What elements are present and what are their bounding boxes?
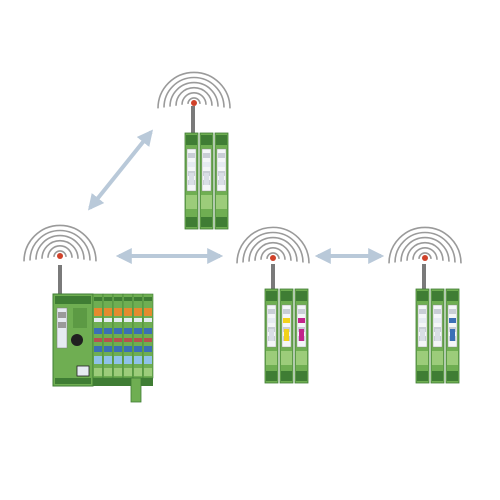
io-terminal — [102, 293, 114, 379]
io-terminal — [92, 293, 104, 379]
radio-module-stack-middle — [264, 264, 309, 384]
io-terminal — [122, 293, 134, 379]
radio-wave-arc — [248, 236, 298, 262]
radio-module — [214, 132, 229, 230]
radio-module — [415, 288, 430, 384]
antenna-tip-icon — [270, 255, 276, 261]
radio-module — [264, 288, 279, 384]
radio-wave-arc — [175, 86, 213, 106]
link-arrow-controller-to-top — [87, 129, 154, 211]
radio-wave-arc — [260, 247, 286, 260]
radio-module — [445, 288, 460, 384]
radio-wave-arc — [53, 250, 67, 258]
radio-wave-arc — [187, 97, 201, 105]
radio-wave-arc — [242, 231, 304, 263]
link-arrows — [87, 129, 385, 264]
radio-module-stack-right — [415, 264, 460, 384]
radio-wave-icon — [157, 71, 231, 109]
radio-wave-arc — [388, 226, 462, 264]
radio-module — [279, 288, 294, 384]
radio-wave-icon — [236, 226, 310, 264]
dial-icon — [71, 334, 83, 346]
radio-wave-arc — [400, 236, 450, 262]
antenna-icon — [422, 264, 426, 292]
io-terminal-block — [92, 293, 154, 386]
radio-wave-arc — [254, 241, 292, 261]
antenna-icon — [191, 106, 195, 136]
antenna-tip-icon — [422, 255, 428, 261]
radio-module — [199, 132, 214, 230]
radio-wave-arc — [47, 245, 73, 258]
io-terminal — [142, 293, 154, 379]
radio-wave-arc — [41, 239, 79, 259]
radio-wave-arc — [406, 241, 444, 261]
antenna-icon — [271, 264, 275, 292]
radio-module — [184, 132, 199, 230]
radio-wave-arc — [412, 247, 438, 260]
radio-module-stack-top — [184, 106, 229, 230]
radio-module — [294, 288, 309, 384]
radio-wave-arc — [23, 224, 97, 262]
radio-wave-arc — [29, 229, 91, 261]
io-terminal — [132, 293, 144, 379]
antenna-tip-icon — [191, 100, 197, 106]
radio-wave-arc — [266, 252, 280, 260]
antenna-tip-icon — [57, 253, 63, 259]
io-terminal — [112, 293, 124, 379]
antenna-icon — [58, 265, 62, 297]
radio-module — [430, 288, 445, 384]
radio-wave-arc — [35, 234, 85, 260]
radio-wave-icon — [388, 226, 462, 264]
controller-left — [52, 265, 154, 403]
radio-wave-arc — [418, 252, 432, 260]
radio-wave-arc — [181, 92, 207, 105]
radio-wave-arc — [236, 226, 310, 264]
radio-wave-arc — [394, 231, 456, 263]
ethernet-port-icon — [76, 365, 90, 377]
radio-wave-icon — [23, 224, 97, 262]
radio-wave-arc — [169, 81, 219, 107]
radio-wave-arc — [163, 76, 225, 108]
radio-wave-arc — [157, 71, 231, 109]
